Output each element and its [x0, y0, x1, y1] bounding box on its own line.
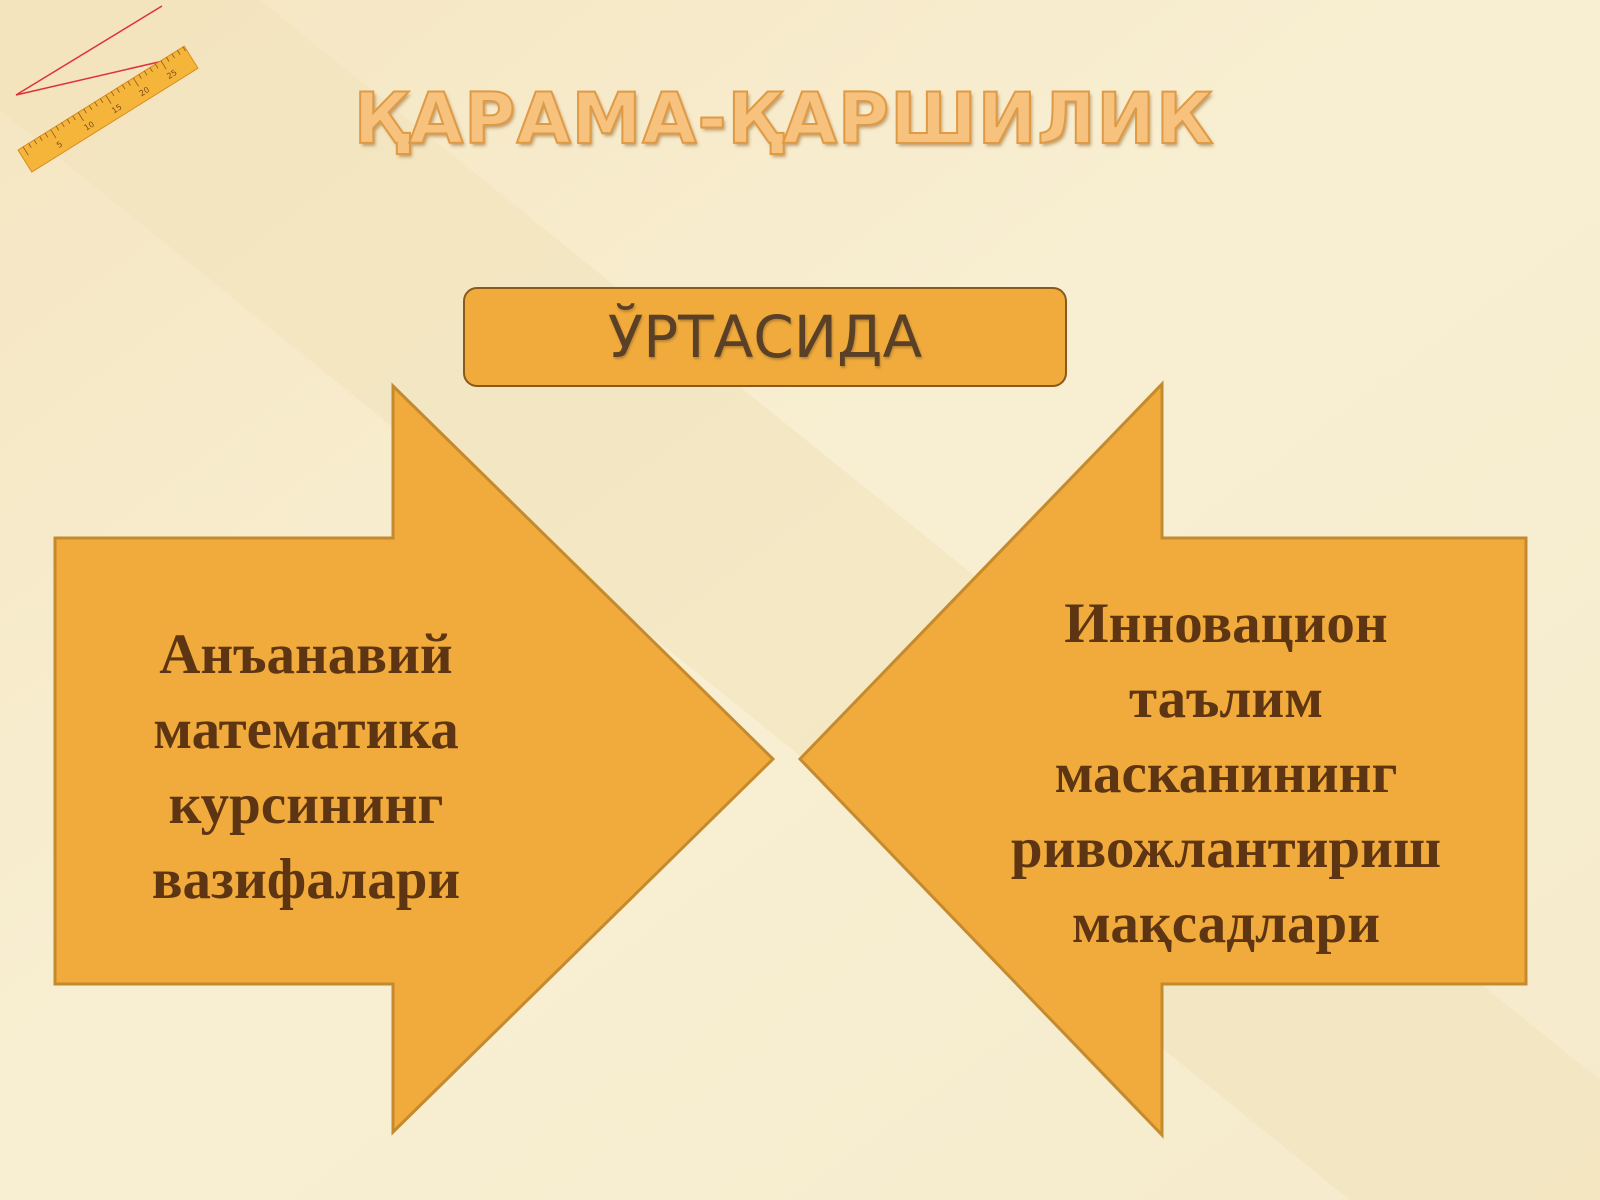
right-arrow-line: мақсадлари	[1071, 892, 1381, 955]
ruler-tick	[28, 143, 32, 148]
middle-label-box: ЎРТАСИДА	[463, 287, 1067, 387]
ruler-tick	[160, 60, 167, 70]
left-arrow-text: Анъанавий математика курсининг вазифалар…	[96, 617, 516, 917]
ruler-tick	[132, 77, 139, 87]
ruler-tick	[77, 112, 84, 122]
right-arrow-line: таълим	[1128, 667, 1324, 730]
ruler-tick	[99, 98, 104, 104]
zigzag-line	[15, 5, 177, 96]
ruler-tick	[88, 105, 93, 110]
ruler-tick	[166, 57, 170, 62]
middle-label: ЎРТАСИДА	[607, 303, 923, 371]
ruler-tick	[33, 139, 38, 145]
slide-title: ҚАРАМА-ҚАРШИЛИК	[353, 77, 1215, 161]
ruler-tick	[138, 74, 142, 79]
ruler-tick	[94, 101, 98, 107]
ruler-tick	[177, 50, 181, 55]
right-arrow-line: Инновацион	[1064, 592, 1388, 655]
ruler-tick	[66, 119, 71, 124]
ruler-tick	[149, 67, 153, 73]
ruler-tick	[61, 122, 65, 128]
ruler-tick	[50, 129, 57, 139]
ruler-tick	[83, 108, 87, 114]
left-arrow-line: Анъанавий	[159, 623, 453, 686]
ruler-tick	[171, 53, 175, 59]
right-arrow-line: ривожлантириш	[1010, 817, 1442, 880]
ruler-tick	[110, 91, 115, 97]
left-arrow-shape	[53, 382, 776, 1136]
ruler-number: 5	[55, 140, 64, 150]
right-arrow-line: масканининг	[1054, 742, 1398, 805]
left-arrow-line: математика	[153, 698, 459, 761]
ruler-tick	[22, 146, 29, 156]
ruler-tick	[55, 125, 60, 131]
right-arrow-text: Инновацион таълим масканининг ривожланти…	[966, 586, 1486, 961]
left-arrow-line: курсининг	[168, 773, 444, 836]
ruler-tick	[144, 70, 148, 76]
right-arrow-shape	[797, 380, 1528, 1139]
ruler-tick	[127, 81, 131, 86]
ruler-tick	[44, 132, 49, 138]
ruler-tick	[155, 63, 159, 69]
ruler-tick	[116, 88, 120, 93]
ruler-tick	[121, 84, 126, 90]
left-arrow-line: вазифалари	[151, 848, 461, 911]
ruler-tick	[72, 115, 76, 121]
ruler-tick	[182, 46, 186, 52]
ruler-tick	[39, 136, 43, 141]
ruler-tick	[105, 94, 112, 104]
